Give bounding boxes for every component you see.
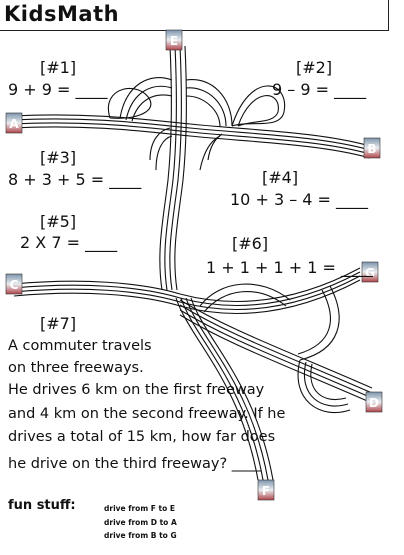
problem-3-number: [#3] — [40, 148, 77, 167]
svg-text:D: D — [369, 396, 379, 410]
problem-1-text: 9 + 9 = ____ — [8, 80, 108, 99]
header-bar: KidsMath — [0, 0, 389, 31]
svg-text:G: G — [365, 266, 375, 280]
fun-stuff-label: fun stuff: — [8, 498, 76, 513]
problem-4-text: 10 + 3 – 4 = ____ — [230, 190, 369, 209]
highway-a-b — [11, 114, 371, 159]
story-line-5: drives a total of 15 km, how far does — [8, 429, 276, 445]
svg-text:C: C — [10, 278, 19, 292]
marker-a: A — [5, 112, 23, 134]
problem-2-text: 9 – 9 = ____ — [272, 80, 367, 99]
highway-c-g — [13, 267, 361, 314]
story-line-1: A commuter travels — [8, 338, 152, 354]
problem-5-text: 2 X 7 = ____ — [20, 233, 118, 252]
problem-6-number: [#6] — [232, 234, 269, 253]
marker-e: E — [165, 29, 183, 51]
route-d-to-a: drive from D to A — [104, 518, 177, 527]
route-f-to-e: drive from F to E — [104, 504, 175, 513]
marker-b: B — [363, 137, 381, 159]
problem-1-number: [#1] — [40, 58, 77, 77]
route-b-to-g: drive from B to G — [104, 531, 177, 540]
story-line-2: on three freeways. — [8, 360, 144, 376]
story-line-6: he drive on the third freeway? ____ — [8, 456, 261, 472]
problem-4-number: [#4] — [262, 168, 299, 187]
highway-to-f — [175, 297, 274, 481]
upper-interchange — [107, 77, 286, 171]
story-line-3: He drives 6 km on the first freeway — [8, 382, 265, 398]
brand-title: KidsMath — [4, 2, 120, 26]
svg-text:E: E — [170, 34, 178, 48]
problem-2-number: [#2] — [296, 58, 333, 77]
marker-g: G — [361, 261, 379, 283]
marker-f: F — [257, 479, 275, 501]
problem-6-text: 1 + 1 + 1 + 1 = ____ — [206, 258, 374, 277]
problem-5-number: [#5] — [40, 212, 77, 231]
marker-c: C — [5, 273, 23, 295]
problem-3-text: 8 + 3 + 5 = ____ — [8, 170, 142, 189]
svg-text:B: B — [367, 142, 376, 156]
marker-d: D — [365, 391, 383, 413]
story-line-4: and 4 km on the second freeway. If he — [8, 406, 286, 422]
svg-text:F: F — [262, 484, 270, 498]
svg-text:A: A — [9, 117, 19, 131]
problem-7-number: [#7] — [40, 314, 77, 333]
lower-interchange — [199, 283, 351, 414]
highway-e-south — [159, 45, 187, 291]
